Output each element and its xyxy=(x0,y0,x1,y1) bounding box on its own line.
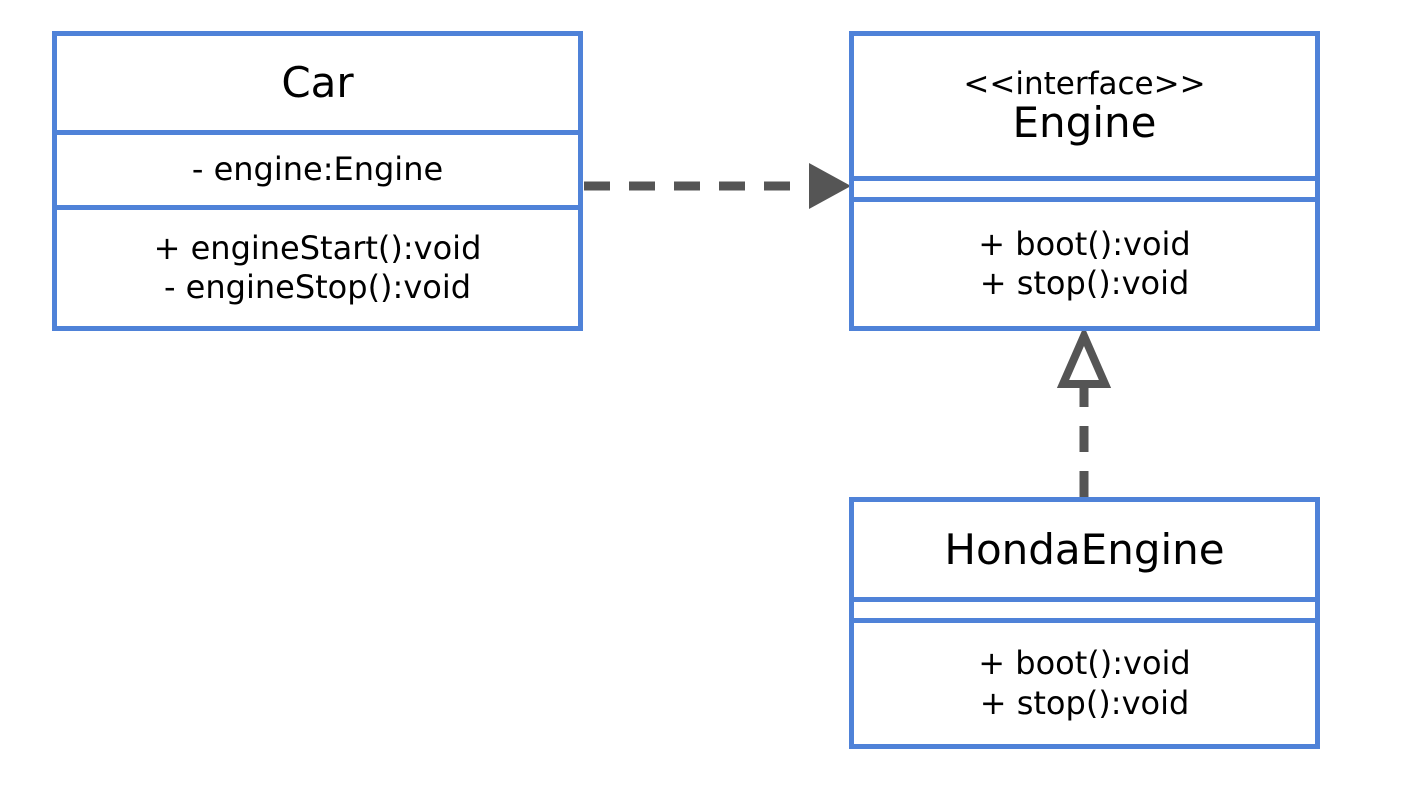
realization-arrow-head xyxy=(1056,326,1112,388)
uml-class-car[interactable]: Car - engine:Engine + engineStart():void… xyxy=(52,31,583,331)
engine-method-stop: + stop():void xyxy=(979,264,1190,302)
engine-attributes-compartment xyxy=(854,176,1315,197)
hondaengine-methods-compartment: + boot():void + stop():void xyxy=(854,618,1315,744)
hondaengine-class-name: HondaEngine xyxy=(944,524,1225,574)
engine-title-compartment: <<interface>> Engine xyxy=(854,36,1315,176)
engine-methods-compartment: + boot():void + stop():void xyxy=(854,197,1315,326)
car-method-engine-start: + engineStart():void xyxy=(153,228,482,267)
hondaengine-attributes-compartment xyxy=(854,597,1315,618)
car-method-engine-stop: - engineStop():void xyxy=(163,268,472,306)
engine-class-name: Engine xyxy=(1012,98,1157,148)
hondaengine-method-boot: + boot():void xyxy=(978,644,1191,683)
uml-class-hondaengine[interactable]: HondaEngine + boot():void + stop():void xyxy=(849,497,1320,749)
car-attribute-engine: - engine:Engine xyxy=(191,150,444,189)
hondaengine-title-compartment: HondaEngine xyxy=(854,502,1315,597)
realization-arrow-honda-to-engine xyxy=(1056,326,1112,497)
dependency-arrow-head xyxy=(809,163,851,209)
engine-stereotype-label: <<interface>> xyxy=(963,65,1206,102)
car-title-compartment: Car xyxy=(57,36,578,130)
engine-method-boot: + boot():void xyxy=(978,224,1191,263)
car-attributes-compartment: - engine:Engine xyxy=(57,130,578,205)
dependency-arrow-car-to-engine xyxy=(584,163,851,209)
uml-interface-engine[interactable]: <<interface>> Engine + boot():void + sto… xyxy=(849,31,1320,331)
car-class-name: Car xyxy=(281,58,354,108)
car-methods-compartment: + engineStart():void - engineStop():void xyxy=(57,205,578,326)
hondaengine-method-stop: + stop():void xyxy=(979,683,1190,722)
